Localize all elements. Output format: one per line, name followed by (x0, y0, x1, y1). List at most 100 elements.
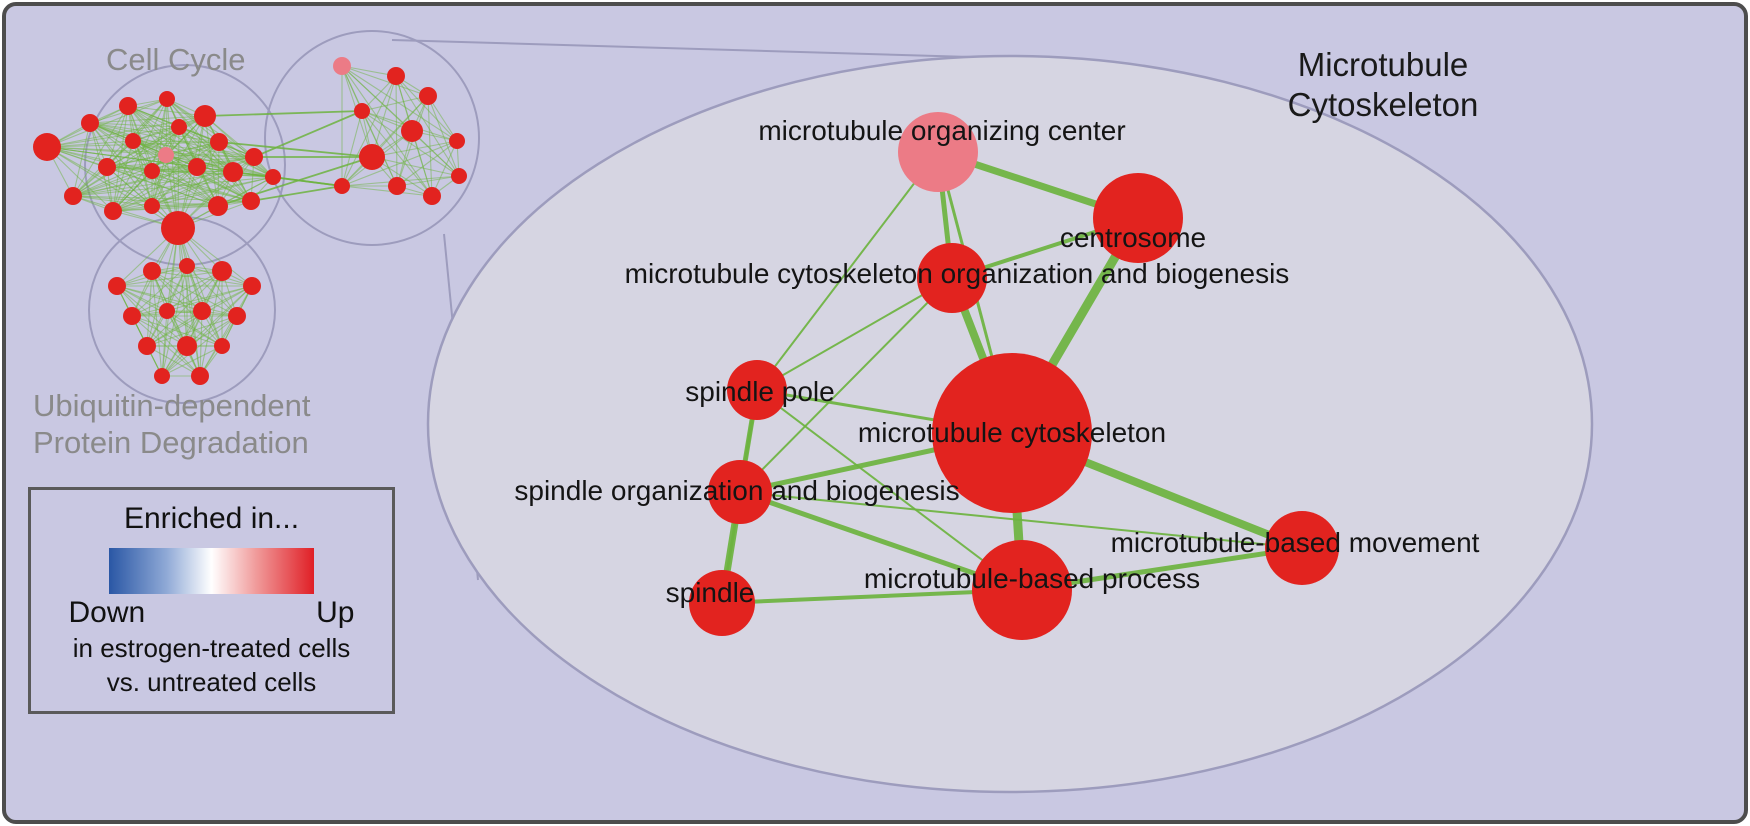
overview-node-c20[interactable] (208, 196, 228, 216)
edge-cytoskeleton-org--spindle-org[interactable] (739, 277, 953, 493)
node-spindle-org[interactable] (708, 460, 772, 524)
node-centrosome[interactable] (1093, 173, 1183, 263)
overview-node-u11[interactable] (177, 336, 197, 356)
overview-node-u12[interactable] (214, 338, 230, 354)
overview-edge (161, 345, 223, 377)
overview-node-u4[interactable] (212, 261, 232, 281)
overview-edge (232, 171, 343, 187)
overview-node-c15[interactable] (265, 169, 281, 185)
overview-node-c16[interactable] (64, 187, 82, 205)
overview-node-m6[interactable] (449, 133, 465, 149)
overview-edge (341, 65, 397, 77)
cell-cycle-cluster-label: Cell Cycle (106, 42, 246, 79)
overview-node-m2[interactable] (387, 67, 405, 85)
overview-edge (131, 270, 223, 317)
overview-node-c19[interactable] (161, 211, 195, 245)
overview-node-c14[interactable] (245, 148, 263, 166)
overview-node-u13[interactable] (154, 368, 170, 384)
overview-node-c3[interactable] (119, 97, 137, 115)
overview-edge (396, 140, 458, 187)
overview-node-m7[interactable] (359, 144, 385, 170)
overview-node-u10[interactable] (138, 337, 156, 355)
overview-node-u2[interactable] (143, 262, 161, 280)
overview-edge (166, 285, 253, 312)
overview-node-c17[interactable] (104, 202, 122, 220)
legend-subtitle-line2: vs. untreated cells (106, 666, 317, 697)
overview-edge (146, 227, 179, 347)
overview-node-u9[interactable] (228, 307, 246, 325)
overview-node-c2[interactable] (81, 114, 99, 132)
overview-edge (132, 140, 220, 143)
overview-node-c12[interactable] (223, 162, 243, 182)
overview-node-c5[interactable] (194, 105, 216, 127)
overview-node-m4[interactable] (354, 103, 370, 119)
overview-edge (89, 122, 220, 143)
overview-node-u8[interactable] (193, 302, 211, 320)
overview-node-m11[interactable] (451, 168, 467, 184)
zoom-title-line1: Microtubule (1297, 46, 1469, 83)
overview-node-c10[interactable] (158, 147, 174, 163)
overview-node-m1[interactable] (333, 57, 351, 75)
overview-node-u3[interactable] (179, 258, 195, 274)
overview-edge (371, 156, 460, 177)
overview-edge (151, 200, 252, 207)
overview-node-c6[interactable] (125, 133, 141, 149)
edge-cytoskeleton-org--spindle-pole[interactable] (756, 277, 953, 391)
overview-node-c13[interactable] (188, 158, 206, 176)
overview-node-u14[interactable] (191, 367, 209, 385)
overview-node-u1[interactable] (108, 277, 126, 295)
node-cytoskeleton-org[interactable] (917, 243, 987, 313)
overview-edge (72, 98, 168, 197)
overview-node-m3[interactable] (419, 87, 437, 105)
overview-edge (146, 310, 203, 347)
ubiquitin-cluster-label: Ubiquitin-dependent Protein Degradation (33, 388, 311, 461)
overview-edge (112, 171, 234, 212)
overview-node-m5[interactable] (401, 120, 423, 142)
overview-node-c8[interactable] (144, 163, 160, 179)
overview-edge (371, 140, 458, 158)
overview-edge (396, 175, 460, 187)
node-label-cytoskeleton-org: microtubule cytoskeleton organization an… (625, 258, 1290, 289)
node-process[interactable] (972, 540, 1072, 640)
overview-edge (165, 141, 220, 156)
overview-node-u5[interactable] (243, 277, 261, 295)
overview-node-c21[interactable] (242, 192, 260, 210)
overview-node-m9[interactable] (388, 177, 406, 195)
overview-node-c7[interactable] (98, 158, 116, 176)
overview-edge (199, 310, 203, 377)
overview-edge (72, 176, 274, 197)
overview-node-c11[interactable] (210, 133, 228, 151)
overview-edge (131, 265, 188, 317)
node-organizing-center[interactable] (898, 112, 978, 192)
overview-edge (166, 270, 223, 312)
overview-edge (132, 140, 274, 178)
node-spindle-pole[interactable] (727, 360, 787, 420)
overview-edge (131, 285, 253, 317)
overview-edge (106, 126, 180, 168)
edge-spindle--process[interactable] (721, 588, 1023, 605)
overview-edge (341, 65, 458, 142)
overview-edge (89, 122, 179, 229)
overview-node-c9[interactable] (171, 119, 187, 135)
overview-edge (178, 126, 274, 178)
edge-organizing-center--spindle-pole[interactable] (756, 151, 939, 391)
overview-node-c4[interactable] (159, 91, 175, 107)
node-cytoskeleton[interactable] (932, 353, 1092, 513)
overview-edge (72, 195, 179, 229)
overview-node-u6[interactable] (123, 307, 141, 325)
overview-edge (196, 166, 252, 202)
overview-edge (217, 176, 274, 207)
overview-edge (106, 156, 255, 168)
overview-node-c18[interactable] (144, 198, 160, 214)
overview-edge (151, 141, 220, 207)
overview-edge (72, 105, 129, 197)
node-spindle[interactable] (689, 570, 755, 636)
edge-spindle-pole--process[interactable] (756, 389, 1023, 591)
overview-node-u7[interactable] (159, 303, 175, 319)
node-movement[interactable] (1265, 511, 1339, 585)
overview-edge (146, 270, 153, 347)
overview-node-m8[interactable] (334, 178, 350, 194)
overview-node-c1[interactable] (33, 133, 61, 161)
overview-node-m10[interactable] (423, 187, 441, 205)
overview-edge (341, 110, 363, 187)
